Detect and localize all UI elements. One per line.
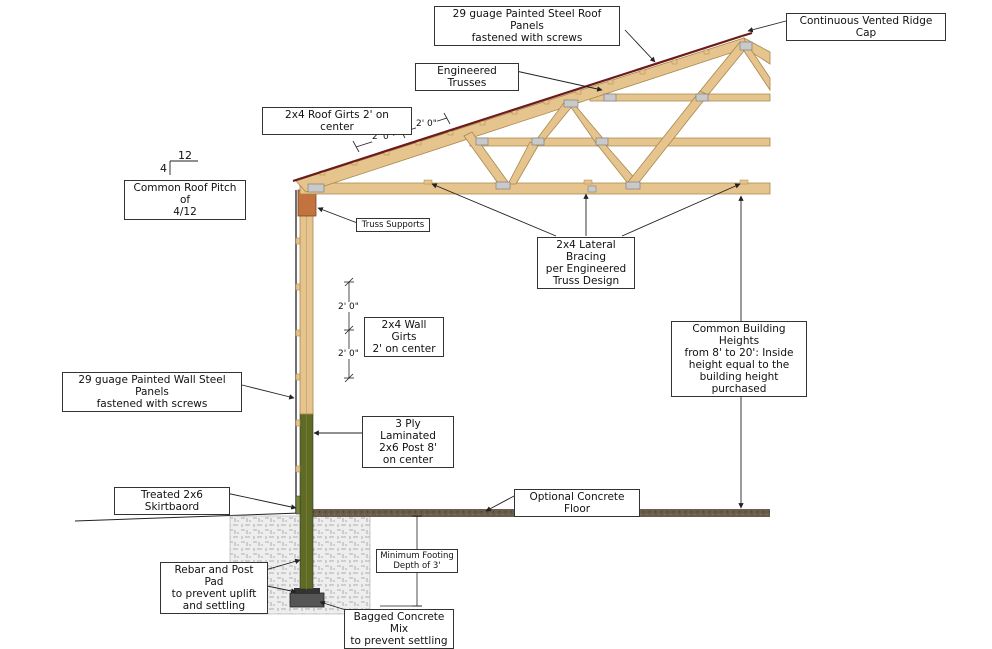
gusset-plates [307,41,753,193]
leader-concrete-floor [485,495,515,512]
roof-girt-dim-b: 2' 0" [416,119,437,129]
leader-skirtboard [225,492,297,510]
label-roof-pitch: Common Roof Pitch of 4/12 [124,180,246,220]
label-bagged-concrete: Bagged Concrete Mix to prevent settling [344,609,454,649]
label-footing-depth: Minimum Footing Depth of 3' [376,549,458,573]
truss-upper-chord [589,93,771,102]
leader-bagged-concrete [319,600,347,611]
label-concrete-floor: Optional Concrete Floor [514,489,640,517]
wall-girt-dimension [344,277,354,383]
leader-trusses [515,70,603,92]
roof-girts [319,49,710,176]
truss-webs [463,41,771,187]
bagged-concrete-pad [289,592,325,608]
ridge-cap-line [741,32,753,37]
label-roof-panels: 29 guage Painted Steel Roof Panels faste… [434,6,620,46]
roof-girt-dim-a: 2' 0" [372,132,393,142]
leader-ridge-cap [747,20,787,33]
wall-girt-dim-a: 2' 0" [338,302,359,312]
label-wall-girts: 2x4 Wall Girts 2' on center [364,317,444,357]
label-wall-panels: 29 guage Painted Wall Steel Panels faste… [62,372,242,412]
pitch-rise: 4 [160,162,167,175]
label-skirtboard: Treated 2x6 Skirtbaord [114,487,230,515]
leader-roof-panels [624,29,656,63]
label-rebar: Rebar and Post Pad to prevent uplift and… [160,562,268,614]
roof-steel-panel [292,34,743,183]
wall-girts [295,237,301,473]
label-ridge-cap: Continuous Vented Ridge Cap [786,13,946,41]
roof-pitch-symbol [169,160,198,175]
ground-line [74,512,301,522]
pitch-run: 12 [178,149,192,162]
leader-bracing-c [621,183,741,237]
leader-wall-panels [241,384,295,400]
truss-bottom-chord [299,182,771,195]
leader-bracing-a [431,183,557,237]
label-building-heights: Common Building Heights from 8' to 20': … [671,321,807,397]
skirtboard [295,495,301,515]
label-lateral-bracing: 2x4 Lateral Bracing per Engineered Truss… [537,237,635,289]
label-truss-supports: Truss Supports [356,218,430,232]
wall-girt-dim-b: 2' 0" [338,349,359,359]
leader-truss-supports [317,207,361,225]
label-roof-girts: 2x4 Roof Girts 2' on center [262,107,412,135]
lateral-bracing-blocks [423,179,749,193]
label-post: 3 Ply Laminated 2x6 Post 8' on center [362,416,454,468]
post-pad [294,588,320,594]
label-trusses: Engineered Trusses [415,63,519,91]
truss-middle-chord [469,137,771,147]
